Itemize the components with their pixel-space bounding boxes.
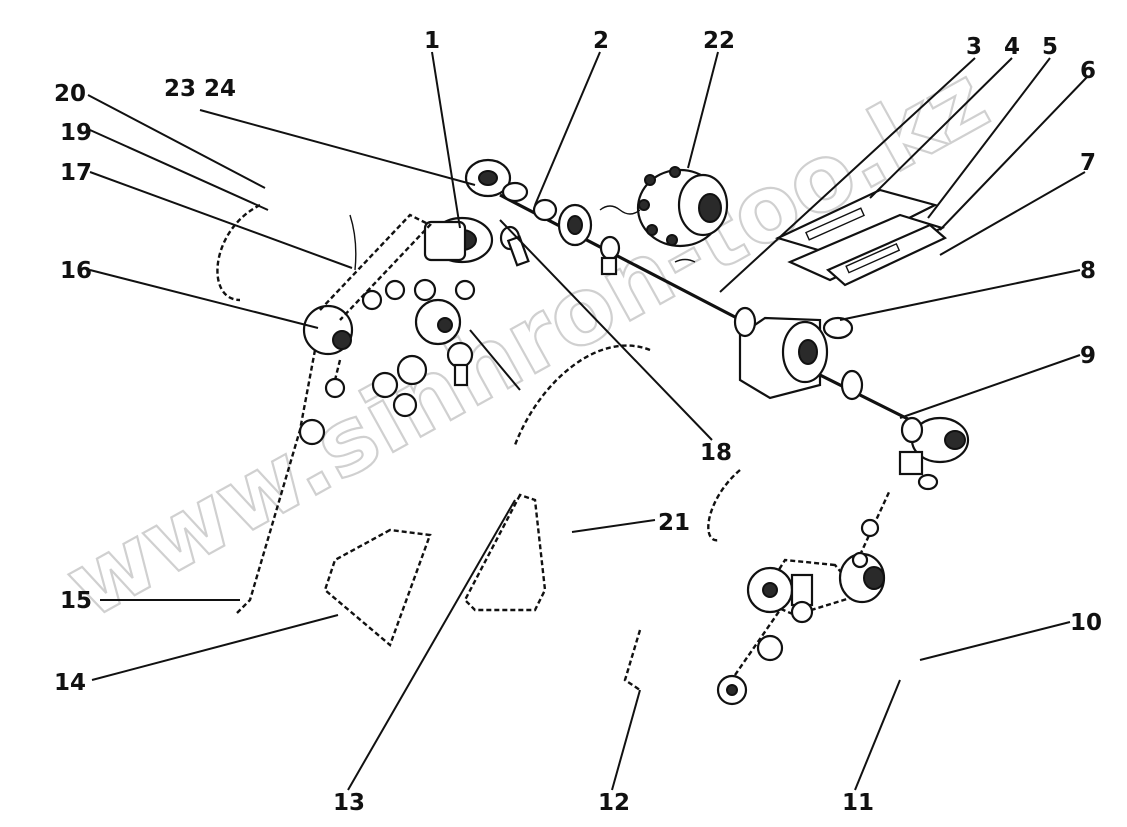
- callout-6: 6: [1080, 58, 1096, 84]
- callout-13: 13: [333, 790, 365, 816]
- callout-22: 22: [703, 28, 735, 54]
- callout-20: 20: [54, 81, 86, 107]
- gearbox-upper: [423, 158, 558, 267]
- callout-11: 11: [842, 790, 874, 816]
- callout-2: 2: [593, 28, 609, 54]
- callout-12: 12: [598, 790, 630, 816]
- watermark-text: www.sinhron-too.kz: [49, 45, 1005, 640]
- callout-23-24: 23 24: [164, 76, 236, 102]
- lower-right-sprockets: [716, 489, 892, 706]
- gearbox-center: [733, 306, 864, 401]
- loose-chains: [216, 203, 741, 691]
- leader-lines: [87, 51, 1089, 791]
- callout-19: 19: [60, 120, 92, 146]
- callout-16: 16: [60, 258, 92, 284]
- callout-1: 1: [424, 28, 440, 54]
- shim-plates: [774, 188, 947, 287]
- callout-7: 7: [1080, 150, 1096, 176]
- callout-4: 4: [1004, 34, 1020, 60]
- callout-18: 18: [700, 440, 732, 466]
- callout-21: 21: [658, 510, 690, 536]
- callout-14: 14: [54, 670, 86, 696]
- clutch-hub: [599, 166, 729, 263]
- left-sprocket-assembly: [234, 213, 476, 616]
- callout-15: 15: [60, 588, 92, 614]
- callouts: 1 2 3 4 5 6 7 8 9 10 11 12 13 14 15 16 1…: [54, 28, 1102, 816]
- callout-9: 9: [1080, 343, 1096, 369]
- coupling-assembly: [557, 203, 621, 276]
- callout-8: 8: [1080, 258, 1096, 284]
- callout-5: 5: [1042, 34, 1058, 60]
- callout-3: 3: [966, 34, 982, 60]
- callout-17: 17: [60, 160, 92, 186]
- callout-10: 10: [1070, 610, 1102, 636]
- watermark: www.sinhron-too.kz: [48, 43, 1006, 640]
- gearbox-right: [898, 416, 970, 491]
